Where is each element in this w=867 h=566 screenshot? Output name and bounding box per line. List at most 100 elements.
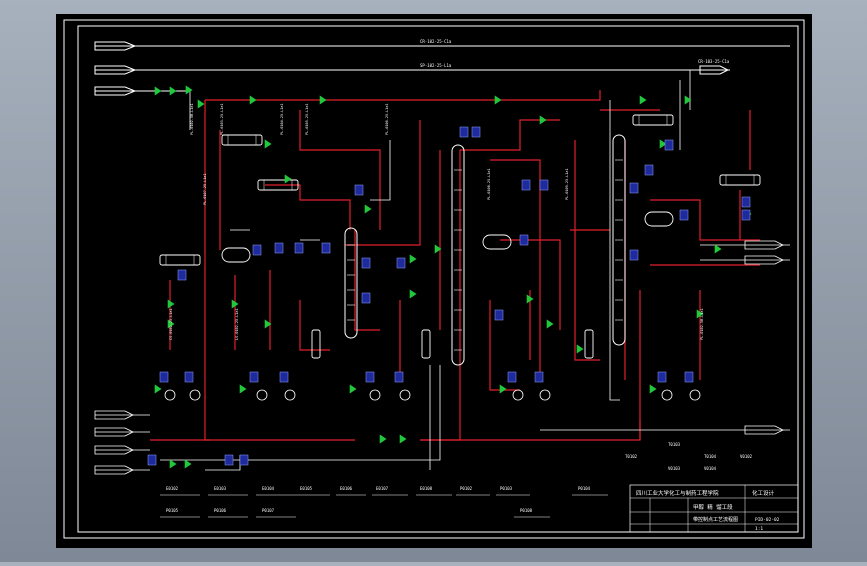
instrument-tag: [534, 371, 544, 383]
process-piping: [150, 90, 760, 441]
title-block-company: 四川工业大学化工与制药工程学院: [636, 489, 719, 497]
pump: [661, 389, 673, 401]
instrument-tag: [224, 454, 234, 466]
vessel-v0103: [482, 234, 512, 250]
svg-text:PL-0108-25-L1a1: PL-0108-25-L1a1: [487, 168, 491, 200]
column-t0104: [612, 134, 626, 346]
instrument-tag: [664, 139, 674, 151]
instruments: [147, 126, 751, 466]
exchanger-e0107: [311, 329, 321, 359]
equipment-tags: E0102 E0103 E0104 E0105 E0106 E0107 E010…: [166, 442, 753, 513]
instrument-tag: [396, 257, 406, 269]
pump: [164, 389, 176, 401]
instrument-tag: [521, 179, 531, 191]
header-line-2-label: SP-102-25-L1a: [420, 63, 452, 68]
instrument-tag: [249, 371, 259, 383]
column-t0102: [344, 227, 358, 339]
instrument-tag: [519, 234, 529, 246]
title-block-scale: 1:1: [755, 526, 763, 532]
instrument-tag: [147, 454, 157, 466]
title-block-subtitle: 带控制点工艺流程图: [693, 516, 738, 523]
drawing-frame-outer: [63, 19, 805, 539]
equipment-tag-underlines: [160, 494, 608, 518]
instrument-tag: [239, 454, 249, 466]
svg-text:T0102: T0102: [625, 454, 638, 459]
exchanger-e0105: [632, 114, 674, 126]
pump: [284, 389, 296, 401]
exchanger-e0103: [257, 179, 299, 191]
svg-text:PL-0104-25-L1a1: PL-0104-25-L1a1: [280, 103, 284, 135]
header-line-3-label: CR-103-25-C1a: [698, 59, 730, 64]
svg-text:P0103: P0103: [500, 486, 513, 491]
exchanger-hatching: [165, 115, 755, 265]
exchanger-e0102: [221, 134, 263, 146]
title-block-title: 甲醇 精 馏工段: [693, 503, 733, 511]
pump: [512, 389, 524, 401]
svg-text:P0104: P0104: [578, 486, 591, 491]
svg-text:P0105: P0105: [166, 508, 179, 513]
instrument-tag: [354, 184, 364, 196]
svg-text:E0102: E0102: [166, 486, 179, 491]
svg-text:V0102: V0102: [740, 454, 753, 459]
svg-text:P0106: P0106: [214, 508, 227, 513]
instrument-tag: [184, 371, 194, 383]
valves: [154, 85, 752, 469]
title-block-drawing-no: PID-02-02: [755, 517, 780, 523]
instrument-tag: [471, 126, 481, 138]
instrument-tag: [494, 309, 504, 321]
utility-piping: [95, 70, 790, 471]
title-block: 四川工业大学化工与制药工程学院 化工设计 甲醇 精 馏工段 带控制点工艺流程图 …: [629, 484, 799, 533]
exchanger-e0108: [421, 329, 431, 359]
header-line-1-label: CR-102-25-C1a: [420, 39, 452, 44]
vessel-v0102: [221, 247, 251, 263]
svg-text:LS-0102-25-L1a1: LS-0102-25-L1a1: [235, 308, 239, 340]
svg-text:CS-0102-25-L1a1: CS-0102-25-L1a1: [169, 308, 173, 340]
exchanger-e0104: [159, 254, 201, 266]
svg-text:P0107: P0107: [262, 508, 275, 513]
instrument-tag: [279, 371, 289, 383]
instrument-tag: [321, 242, 331, 254]
column-t0103: [451, 144, 465, 366]
pump: [256, 389, 268, 401]
svg-text:E0108: E0108: [420, 486, 433, 491]
instrument-tag: [365, 371, 375, 383]
pump: [399, 389, 411, 401]
instrument-tag: [394, 371, 404, 383]
pump: [369, 389, 381, 401]
instrument-tag: [361, 257, 371, 269]
vertical-line-labels: PL-0102-50-L1a1 PL-0103-25-L1a1 PL-0104-…: [169, 103, 704, 340]
feed-arrows: [94, 240, 784, 475]
svg-text:T0103: T0103: [668, 442, 681, 447]
instrument-tag: [361, 292, 371, 304]
instrument-tag: [741, 196, 751, 208]
instrument-tag: [679, 209, 689, 221]
distillation-columns: [344, 134, 626, 366]
heat-exchangers: [159, 114, 761, 359]
instrument-tag: [644, 164, 654, 176]
svg-text:E0106: E0106: [340, 486, 353, 491]
svg-text:PL-0106-25-L1a1: PL-0106-25-L1a1: [385, 103, 389, 135]
svg-text:PL-0109-25-L1a1: PL-0109-25-L1a1: [565, 168, 569, 200]
svg-text:E0103: E0103: [214, 486, 227, 491]
instrument-tag: [507, 371, 517, 383]
instrument-tag: [684, 371, 694, 383]
instrument-tag: [274, 242, 284, 254]
instrument-tag: [657, 371, 667, 383]
column-trays: [347, 159, 623, 351]
vessels: [221, 211, 674, 263]
instrument-tag: [629, 182, 639, 194]
svg-text:E0107: E0107: [376, 486, 389, 491]
pumps: [164, 389, 701, 401]
instrument-tag: [629, 249, 639, 261]
instrument-tag: [177, 269, 187, 281]
pump: [189, 389, 201, 401]
svg-text:V0104: V0104: [704, 466, 717, 471]
svg-text:P0108: P0108: [520, 508, 533, 513]
svg-text:PL-0107-25-L1a1: PL-0107-25-L1a1: [203, 173, 207, 205]
svg-text:P0102: P0102: [460, 486, 473, 491]
instrument-tag: [294, 242, 304, 254]
exchanger-e0106: [719, 174, 761, 186]
svg-text:PL-0103-25-L1a1: PL-0103-25-L1a1: [220, 103, 224, 135]
